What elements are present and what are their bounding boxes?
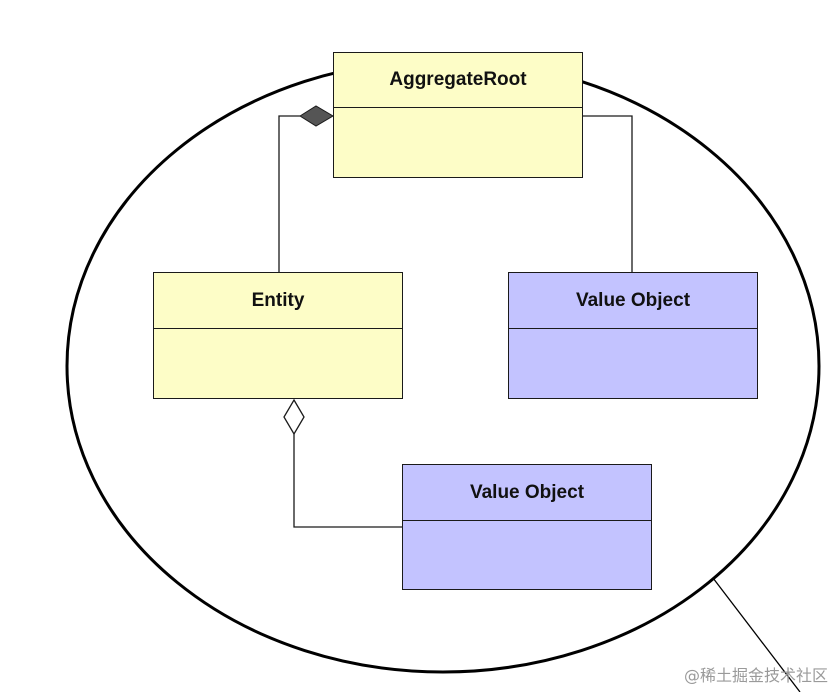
composition-line bbox=[278, 115, 300, 272]
aggregation-diamond-icon bbox=[283, 398, 305, 436]
value-object-right-name: Value Object bbox=[509, 273, 757, 329]
composition-diamond-icon bbox=[299, 105, 334, 127]
boundary-tail-line bbox=[712, 577, 801, 692]
association-line bbox=[583, 115, 633, 272]
aggregation-line bbox=[293, 434, 402, 528]
aggregate-root-class: AggregateRoot bbox=[333, 52, 583, 178]
watermark-text: @稀土掘金技术社区 bbox=[683, 666, 828, 685]
value-object-right-class: Value Object bbox=[508, 272, 758, 399]
aggregate-root-name: AggregateRoot bbox=[334, 53, 582, 108]
entity-name: Entity bbox=[154, 273, 402, 329]
value-object-bottom-class: Value Object bbox=[402, 464, 652, 590]
value-object-bottom-name: Value Object bbox=[403, 465, 651, 521]
entity-class: Entity bbox=[153, 272, 403, 399]
